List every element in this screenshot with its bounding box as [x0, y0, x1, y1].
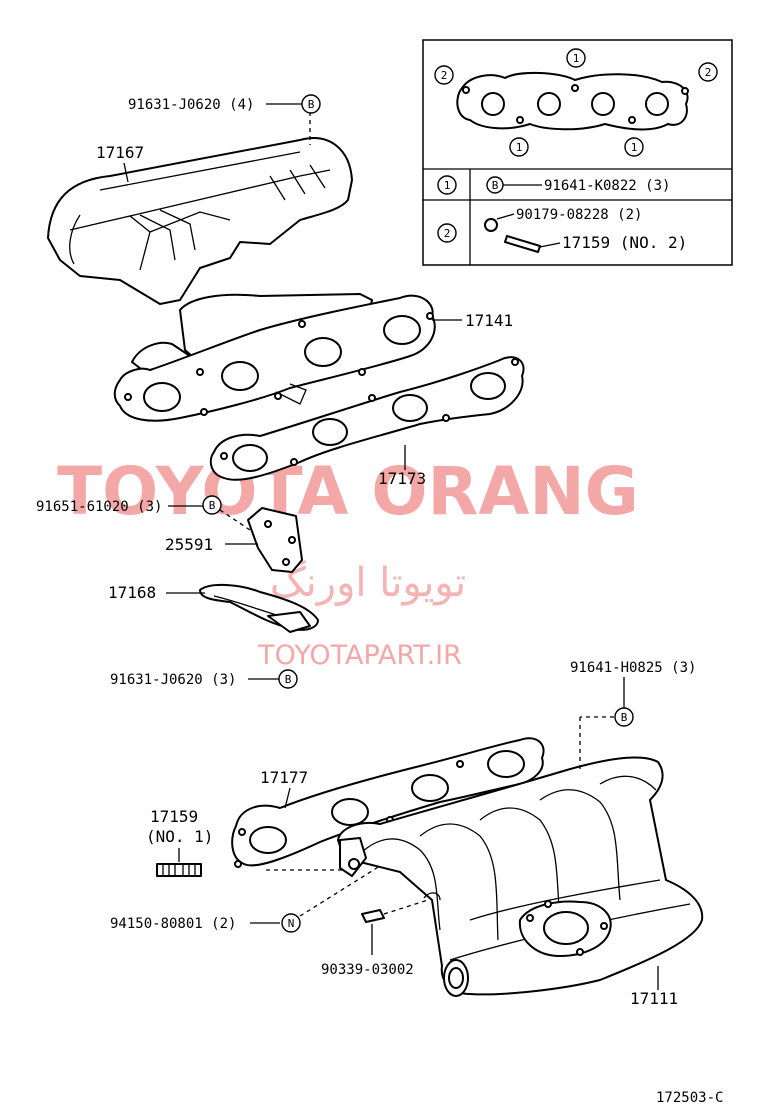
label-25591: 25591	[165, 535, 213, 554]
svg-text:1: 1	[444, 179, 451, 192]
svg-text:B: B	[308, 98, 315, 111]
inset-row-1: 1 B 91641-K0822 (3)	[437, 175, 670, 195]
svg-text:B: B	[621, 711, 628, 724]
ref-b-91631-bottom: B	[278, 669, 298, 689]
inset-callout-2-left: 2	[434, 65, 454, 85]
gasket-17177	[231, 737, 545, 868]
ref-b-91651: B	[202, 495, 222, 515]
svg-text:1: 1	[573, 52, 580, 65]
label-17159: 17159	[150, 807, 198, 826]
intake-manifold-17111	[337, 756, 704, 997]
inset-callout-1-left: 1	[509, 137, 529, 157]
inset-part-90179-08228: 90179-08228 (2)	[516, 207, 642, 223]
svg-text:N: N	[288, 917, 295, 930]
inset-callout-1-top: 1	[566, 48, 586, 68]
ref-b-91641: B	[614, 707, 634, 727]
label-17141: 17141	[465, 311, 513, 330]
watermark-brand: TOYOTA ORANG	[57, 453, 639, 530]
inset-gasket	[456, 71, 689, 131]
svg-text:B: B	[209, 499, 216, 512]
label-17167: 17167	[96, 143, 144, 162]
gasket-17173	[209, 356, 525, 481]
heat-insulator-17167	[47, 137, 353, 305]
svg-text:1: 1	[631, 141, 638, 154]
svg-text:B: B	[492, 179, 499, 192]
label-94150-80801: 94150-80801 (2)	[110, 916, 236, 932]
exhaust-manifold-17141	[113, 293, 436, 422]
inset-callout-2-right: 2	[698, 62, 718, 82]
label-17111: 17111	[630, 989, 678, 1008]
stay-25591	[247, 507, 303, 573]
label-17168: 17168	[108, 583, 156, 602]
label-17159-no1: (NO. 1)	[146, 827, 213, 846]
inset-row-2: 2 90179-08228 (2) 17159 (NO. 2)	[437, 207, 687, 253]
label-91631-j0620-4: 91631-J0620 (4)	[128, 97, 254, 113]
label-90339-03002: 90339-03002	[321, 962, 414, 978]
label-17173: 17173	[378, 469, 426, 488]
stud-icon	[504, 235, 541, 253]
inset-part-91641-k0822: 91641-K0822 (3)	[544, 178, 670, 194]
ref-n-94150: N	[281, 913, 301, 933]
svg-text:B: B	[285, 673, 292, 686]
svg-text:2: 2	[444, 227, 451, 240]
svg-text:1: 1	[516, 141, 523, 154]
inset-box: 1 1 1 2 2 1 B 91641-K0822 (3) 2 90179-08…	[422, 39, 733, 266]
svg-text:2: 2	[705, 66, 712, 79]
ref-b-top: B	[301, 94, 321, 114]
pin-90339	[361, 909, 385, 923]
diagram-code: 172503-C	[656, 1090, 723, 1106]
stud-17159	[156, 863, 202, 877]
label-91651-61020: 91651-61020 (3)	[36, 499, 162, 515]
nut-icon	[484, 218, 498, 232]
label-91641-h0825: 91641-H0825 (3)	[570, 660, 696, 676]
label-17177: 17177	[260, 768, 308, 787]
svg-text:2: 2	[441, 69, 448, 82]
label-91631-j0620-3: 91631-J0620 (3)	[110, 672, 236, 688]
insulator-17168	[199, 583, 319, 633]
watermark-brand-fa: تویوتا اورنگ	[270, 560, 466, 606]
inset-callout-1-right: 1	[624, 137, 644, 157]
watermark-site: TOYOTAPART.IR	[257, 640, 462, 671]
inset-part-17159-no2: 17159 (NO. 2)	[562, 233, 687, 252]
